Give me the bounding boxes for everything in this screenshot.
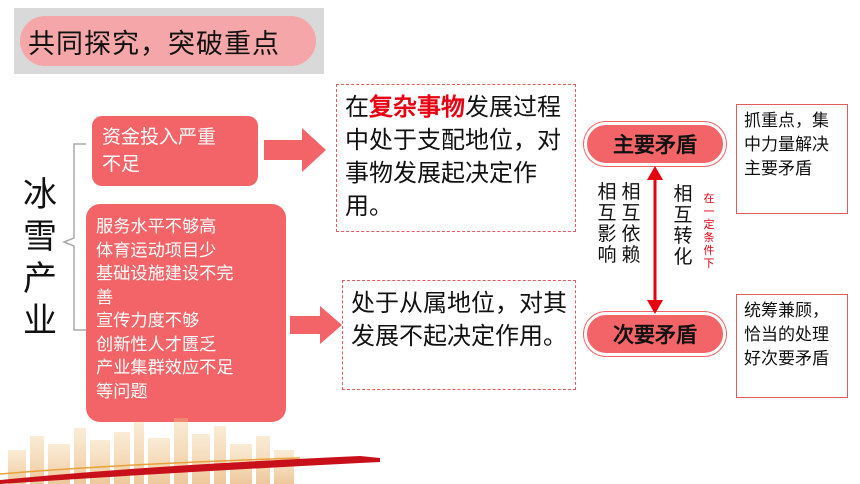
problem-line: 善	[96, 287, 114, 308]
relation-char: 互	[621, 202, 641, 224]
bracket-icon	[61, 143, 86, 331]
relation-char: 依	[621, 223, 641, 245]
problem-box-others: 服务水平不够高 体育运动项目少 基础设施建设不完 善 宣传力度不够 创新性人才匮…	[86, 204, 286, 422]
method-text: 抓重点，集中力量解决主要矛盾	[744, 111, 829, 179]
condition-char: 在	[703, 192, 715, 205]
condition-char: 条	[703, 231, 715, 244]
relation-char: 影	[597, 223, 617, 245]
condition-char: 定	[703, 218, 715, 231]
side-label: 冰 雪 产 业	[20, 174, 60, 342]
relation-dependence: 相 互 依 赖	[620, 182, 642, 266]
problem-line: 体育运动项目少	[96, 240, 217, 261]
condition-char: 一	[703, 205, 715, 218]
problem-line: 产业集群效应不足	[96, 358, 234, 378]
problem-line: 宣传力度不够	[96, 311, 200, 331]
problem-box-funding: 资金投入严重 不足	[92, 116, 258, 186]
definition-prefix: 在	[345, 93, 369, 121]
relation-influence: 相 互 影 响	[596, 182, 618, 266]
main-contradiction-label: 主要矛盾	[613, 133, 697, 157]
relation-char: 赖	[621, 244, 641, 266]
secondary-contradiction-label: 次要矛盾	[613, 323, 697, 347]
problem-line: 资金投入严重	[102, 126, 217, 148]
relation-char: 化	[673, 246, 693, 268]
arrow-right-icon	[290, 306, 342, 344]
relation-char: 互	[597, 202, 617, 224]
side-label-char: 冰	[23, 175, 57, 215]
problem-line: 基础设施建设不完	[96, 264, 234, 284]
main-contradiction-pill: 主要矛盾	[584, 122, 726, 166]
main-contradiction-definition: 在复杂事物发展过程中处于支配地位，对事物发展起决定作用。	[336, 84, 576, 232]
problem-line: 创新性人才匮乏	[96, 334, 217, 355]
page-title: 共同探究，突破重点	[28, 28, 280, 60]
problem-line: 不足	[102, 153, 141, 175]
condition-char: 下	[703, 257, 715, 270]
secondary-contradiction-method: 统筹兼顾，恰当的处理好次要矛盾	[736, 294, 848, 398]
secondary-contradiction-pill: 次要矛盾	[584, 312, 726, 356]
relation-transformation: 相 互 转 化	[672, 184, 694, 268]
problem-line: 服务水平不够高	[96, 217, 217, 237]
double-arrow-icon	[647, 166, 663, 314]
condition-char: 件	[703, 244, 715, 257]
method-text: 统筹兼顾，恰当的处理好次要矛盾	[744, 301, 829, 369]
relation-char: 相	[621, 181, 641, 203]
relation-char: 互	[673, 204, 693, 226]
definition-highlight: 复杂事物	[369, 93, 465, 121]
relation-char: 相	[673, 183, 693, 205]
city-skyline-decoration	[0, 418, 380, 484]
relation-char: 转	[673, 225, 693, 247]
definition-rest: 发展过程中处于支配地位，对事物发展起决定作用。	[345, 93, 561, 220]
problem-line: 等问题	[96, 381, 148, 402]
side-label-char: 产	[23, 259, 57, 299]
title-pill: 共同探究，突破重点	[20, 16, 316, 66]
main-contradiction-method: 抓重点，集中力量解决主要矛盾	[736, 104, 848, 214]
side-label-char: 业	[23, 301, 57, 341]
condition-note: 在 一 定 条 件 下	[702, 192, 716, 270]
relation-char: 响	[597, 244, 617, 266]
side-label-char: 雪	[23, 217, 57, 257]
arrow-right-icon	[264, 128, 326, 172]
secondary-contradiction-definition: 处于从属地位，对其发展不起决定作用。	[342, 280, 576, 390]
relation-char: 相	[597, 181, 617, 203]
definition-text: 处于从属地位，对其发展不起决定作用。	[351, 289, 567, 350]
